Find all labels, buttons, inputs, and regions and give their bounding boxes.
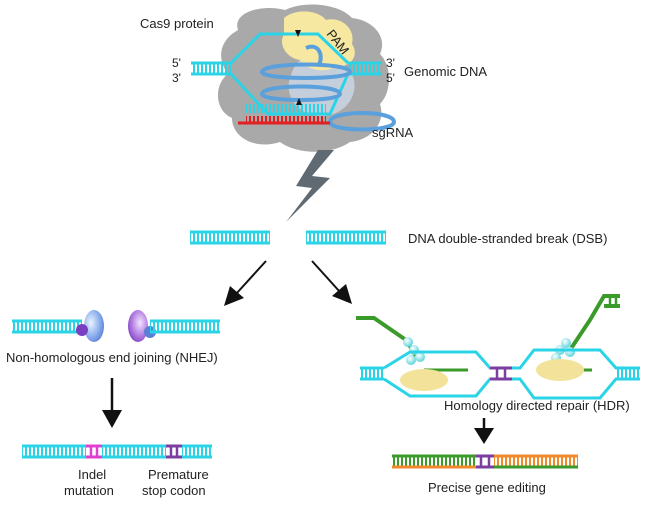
hdr-label: Homology directed repair (HDR) <box>444 398 630 413</box>
nhej-ends <box>12 310 220 342</box>
cas9-complex <box>191 4 397 152</box>
indel-label-line1: Indel <box>78 467 106 482</box>
ku-protein-left <box>84 310 104 342</box>
dsb-fragments <box>190 230 386 245</box>
hdr-complex <box>356 294 640 400</box>
cut-site-top-marker <box>295 30 301 37</box>
hdr-down-arrow <box>474 428 494 444</box>
repair-protein-left <box>400 369 448 391</box>
nhej-result-dna <box>22 443 212 460</box>
ku-protein-right <box>128 310 148 342</box>
cut-site-bottom-marker <box>296 98 302 105</box>
sgrna-label: sgRNA <box>372 125 414 140</box>
sgrna-structure <box>260 44 397 132</box>
nhej-down-arrow <box>102 410 122 428</box>
hdr-result-dna <box>392 454 578 469</box>
three-prime-left-label: 3' <box>172 71 181 85</box>
dsb-label: DNA double-stranded break (DSB) <box>408 231 607 246</box>
stop-label-line2: stop codon <box>142 483 206 498</box>
three-prime-right-label: 3' <box>386 56 395 70</box>
repair-protein-right <box>536 359 584 381</box>
nhej-label: Non-homologous end joining (NHEJ) <box>6 350 218 365</box>
precise-editing-label: Precise gene editing <box>428 480 546 495</box>
indel-label-line2: mutation <box>64 483 114 498</box>
five-prime-left-label: 5' <box>172 56 181 70</box>
stop-label-line1: Premature <box>148 467 209 482</box>
five-prime-right-label: 5' <box>386 71 395 85</box>
branch-arrows <box>224 260 352 306</box>
pam-region <box>281 11 355 71</box>
cut-lightning-icon <box>286 150 334 222</box>
genomic-dna-label: Genomic DNA <box>404 64 487 79</box>
cas9-label: Cas9 protein <box>140 16 214 31</box>
sgrna-guide <box>246 116 326 123</box>
